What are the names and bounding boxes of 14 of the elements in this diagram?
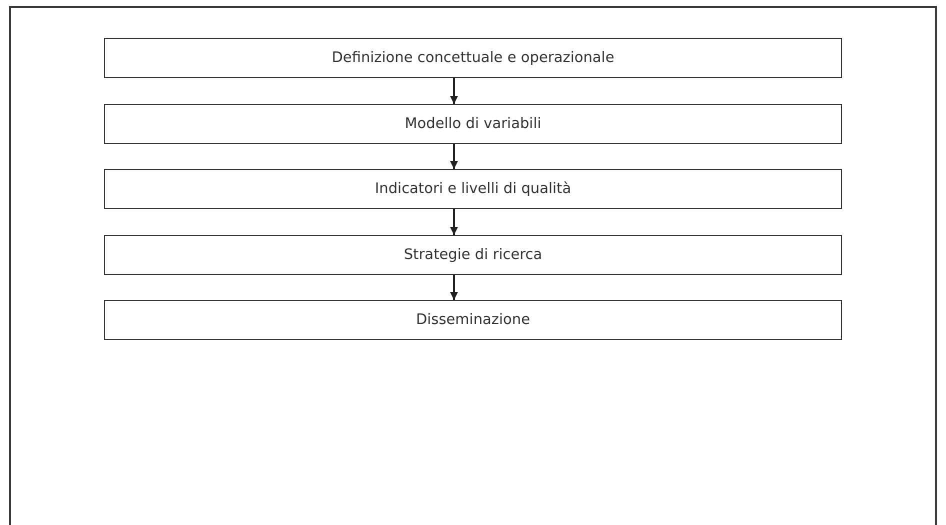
arrow bbox=[450, 209, 458, 235]
arrow bbox=[450, 144, 458, 169]
box-label: Modello di variabili bbox=[404, 116, 542, 132]
process-box bbox=[104, 300, 842, 340]
box-label: Indicatori e livelli di qualità bbox=[374, 181, 572, 197]
process-box bbox=[104, 235, 842, 275]
process-box bbox=[104, 38, 842, 78]
arrow bbox=[450, 275, 458, 300]
box-label: Disseminazione bbox=[416, 312, 530, 328]
process-box bbox=[104, 169, 842, 209]
box-label: Strategie di ricerca bbox=[404, 247, 542, 263]
box-label: Definizione concettuale e operazionale bbox=[332, 50, 614, 66]
process-box bbox=[104, 104, 842, 144]
arrow bbox=[450, 78, 458, 104]
